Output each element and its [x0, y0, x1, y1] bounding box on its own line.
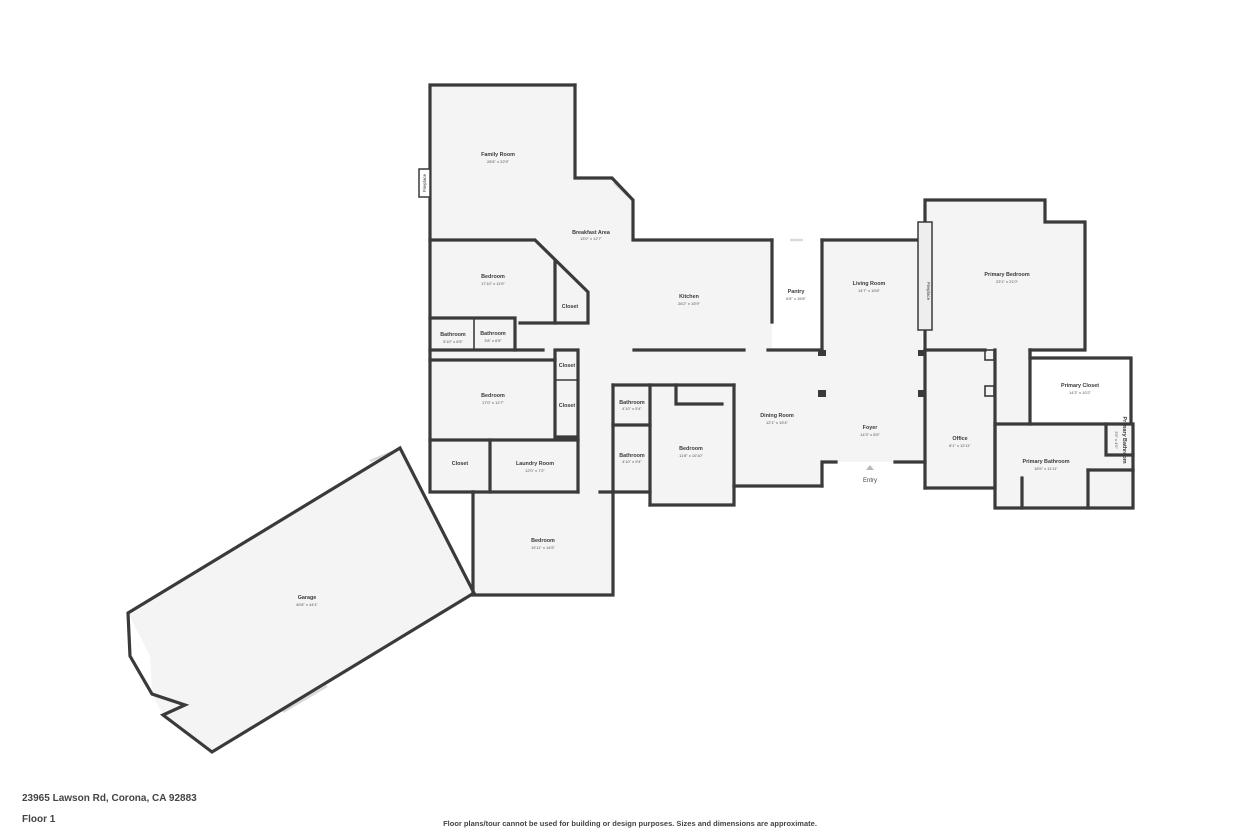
room-dims: 14'3" x 10'2"	[1069, 390, 1092, 395]
room-name: Laundry Room	[516, 461, 554, 467]
entry-arrow-icon	[866, 465, 874, 470]
room-dims: 23'1" x 21'0"	[996, 279, 1019, 284]
room-name: Closet	[559, 363, 576, 369]
room-dims: 17'10" x 11'5"	[481, 281, 505, 286]
room-name: Dining Room	[760, 413, 794, 419]
room-dims: 11'8" x 10'10"	[679, 453, 703, 458]
room-dims: 19'11" x 14'5"	[531, 545, 555, 550]
room-dims: 14'7" x 15'8"	[858, 288, 881, 293]
room-dims: 6'8" x 15'8"	[786, 296, 806, 301]
room-dims: 49'8" x 44'1"	[296, 602, 319, 607]
room-dims: 3'5" x 4'0"	[1114, 431, 1119, 449]
room-primary-bedroom: Primary Bedroom 23'1" x 21'0"	[984, 272, 1029, 284]
room-primary-closet: Primary Closet 14'3" x 10'2"	[1061, 383, 1099, 395]
fireplace-right-label: Fireplace	[926, 282, 931, 301]
room-name: Bedroom	[481, 274, 505, 280]
room-primary-bathroom-small: Primary Bathroom 3'5" x 4'0"	[1114, 416, 1127, 463]
room-name: Bathroom	[619, 453, 645, 459]
room-bedroom-3: Bedroom 11'8" x 10'10"	[679, 446, 703, 458]
room-closet-3: Closet	[559, 403, 576, 409]
room-name: Primary Closet	[1061, 383, 1099, 389]
room-name: Bedroom	[679, 446, 703, 452]
floor-label: Floor 1	[22, 814, 56, 825]
floor-fills	[128, 85, 1133, 752]
room-name: Bedroom	[481, 393, 505, 399]
room-name: Primary Bathroom	[1022, 459, 1069, 465]
room-bathroom-2: Bathroom 3'8" x 6'5"	[480, 331, 506, 343]
room-dims: 28'8" x 22'9"	[487, 159, 510, 164]
room-dims: 4'10" x 9'4"	[622, 459, 642, 464]
room-closet-2: Closet	[559, 363, 576, 369]
room-name: Living Room	[853, 281, 886, 287]
entry-label: Entry	[863, 478, 877, 484]
room-living-room: Living Room 14'7" x 15'8"	[853, 281, 886, 293]
room-name: Garage	[298, 595, 317, 601]
room-garage: Garage 49'8" x 44'1"	[296, 595, 319, 607]
room-name: Office	[952, 436, 967, 442]
room-primary-bathroom: Primary Bathroom 18'5" x 11'11"	[1022, 459, 1069, 471]
room-bedroom-1: Bedroom 17'10" x 11'5"	[481, 274, 505, 286]
room-dims: 5'10" x 6'5"	[443, 339, 463, 344]
room-name: Bathroom	[480, 331, 506, 337]
property-address: 23965 Lawson Rd, Corona, CA 92883	[22, 793, 197, 804]
room-dims: 4'10" x 5'4"	[622, 406, 642, 411]
room-dims: 26'2" x 15'9"	[678, 301, 701, 306]
room-bedroom-4: Bedroom 19'11" x 14'5"	[531, 538, 555, 550]
room-name: Breakfast Area	[572, 230, 611, 236]
walls	[126, 83, 1135, 754]
room-bedroom-2: Bedroom 17'0" x 12'7"	[481, 393, 505, 405]
room-kitchen: Kitchen 26'2" x 15'9"	[678, 294, 701, 306]
room-dims: 14'3" x 8'5"	[860, 432, 880, 437]
room-dims: 12'0" x 7'2"	[525, 468, 545, 473]
room-bathroom-3: Bathroom 4'10" x 5'4"	[619, 400, 645, 411]
room-name: Kitchen	[679, 294, 699, 300]
room-name: Family Room	[481, 152, 515, 158]
room-closet-1: Closet	[562, 304, 579, 310]
room-labels: Family Room 28'8" x 22'9" Breakfast Area…	[296, 152, 1127, 607]
room-dining-room: Dining Room 12'1" x 15'4"	[760, 413, 794, 425]
fireplace-left-label: Fireplace	[422, 173, 427, 192]
room-name: Closet	[562, 304, 579, 310]
room-closet-4: Closet	[452, 461, 469, 467]
room-office: Office 8'1" x 12'11"	[949, 436, 971, 448]
room-breakfast-area: Breakfast Area 13'0" x 12'7"	[572, 230, 611, 241]
room-name: Primary Bedroom	[984, 272, 1029, 278]
room-dims: 12'1" x 15'4"	[766, 420, 789, 425]
room-name: Primary Bathroom	[1121, 416, 1127, 463]
fireplace-left: Fireplace	[418, 168, 431, 198]
room-pantry: Pantry 6'8" x 15'8"	[786, 289, 806, 301]
room-dims: 13'0" x 12'7"	[580, 236, 603, 241]
room-dims: 8'1" x 12'11"	[949, 443, 971, 448]
fireplace-right: Fireplace	[917, 221, 933, 331]
room-dims: 3'8" x 6'5"	[484, 338, 502, 343]
room-bathroom-4: Bathroom 4'10" x 9'4"	[619, 453, 645, 464]
room-dims: 17'0" x 12'7"	[482, 400, 505, 405]
room-family-room: Family Room 28'8" x 22'9"	[481, 152, 515, 164]
room-name: Bathroom	[440, 332, 466, 338]
room-name: Closet	[452, 461, 469, 467]
room-name: Bedroom	[531, 538, 555, 544]
room-laundry-room: Laundry Room 12'0" x 7'2"	[516, 461, 554, 473]
room-name: Closet	[559, 403, 576, 409]
room-name: Foyer	[863, 425, 879, 431]
room-foyer: Foyer 14'3" x 8'5"	[860, 425, 880, 437]
entry-marker: Entry	[863, 465, 877, 484]
room-bathroom-1: Bathroom 5'10" x 6'5"	[440, 332, 466, 344]
room-name: Pantry	[788, 289, 805, 295]
disclaimer-text: Floor plans/tour cannot be used for buil…	[443, 819, 817, 828]
room-name: Bathroom	[619, 400, 645, 406]
room-dims: 18'5" x 11'11"	[1034, 466, 1058, 471]
